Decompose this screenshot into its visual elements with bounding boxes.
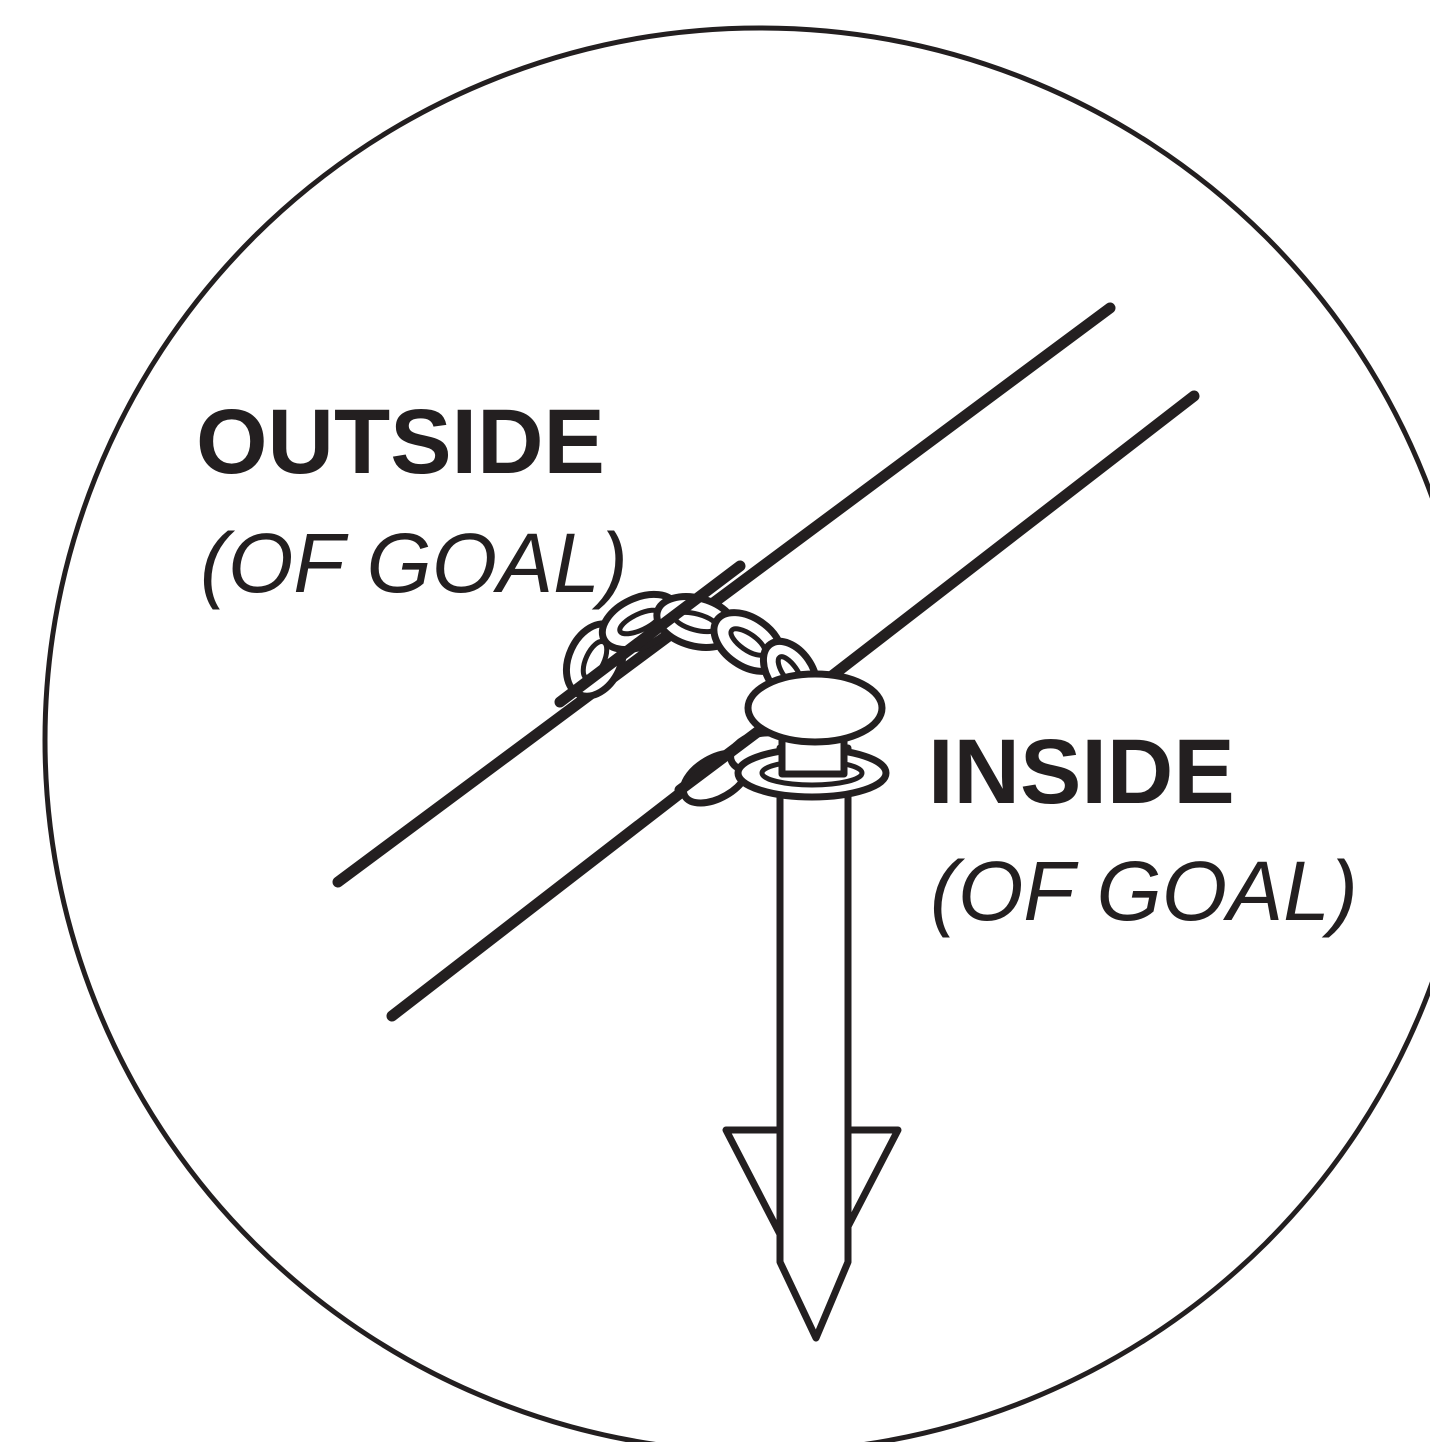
inside-sublabel: (OF GOAL) xyxy=(930,844,1358,938)
ground-stake-icon xyxy=(726,674,898,1338)
stake-head xyxy=(748,674,882,742)
outside-label: OUTSIDE xyxy=(196,391,605,493)
inside-label: INSIDE xyxy=(928,721,1235,823)
outside-sublabel: (OF GOAL) xyxy=(200,516,628,610)
stake-shaft xyxy=(780,748,848,1338)
